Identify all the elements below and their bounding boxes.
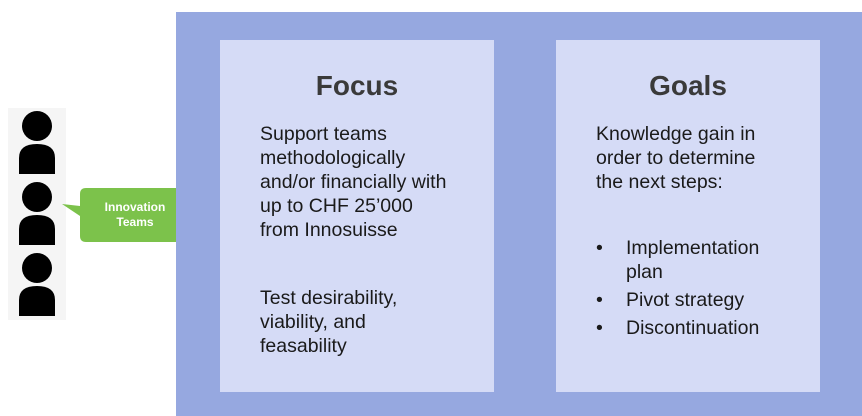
focus-box: Focus Support teams methodologically and… — [220, 40, 494, 392]
bullet-text: Pivot strategy — [626, 289, 745, 311]
goals-box: Goals Knowledge gain in order to determi… — [556, 40, 820, 392]
person-silhouette-icon — [17, 110, 57, 176]
innovation-team-members — [8, 108, 66, 320]
list-item: • Pivot strategy — [596, 288, 812, 312]
person-silhouette-icon — [17, 252, 57, 318]
innovation-teams-label: Innovation Teams — [104, 200, 166, 229]
diagram-panel: Focus Support teams methodologically and… — [176, 12, 862, 416]
person-silhouette-icon — [17, 181, 57, 247]
list-item: • Implementation plan — [596, 236, 812, 284]
focus-title: Focus — [315, 70, 399, 101]
innovation-teams-callout: Innovation Teams — [60, 186, 190, 246]
focus-support-text: Support teams methodologically and/or fi… — [260, 123, 447, 241]
list-item: • Discontinuation — [596, 316, 812, 340]
bullet-dot-icon: • — [596, 317, 603, 339]
bullet-text: Discontinuation — [626, 317, 760, 339]
goals-bullet-list: • Implementation plan • Pivot strategy •… — [596, 236, 812, 344]
bullet-dot-icon: • — [596, 237, 603, 259]
focus-test-text: Test desirability, viability, and feasab… — [260, 287, 398, 357]
goals-title: Goals — [649, 70, 727, 101]
bullet-text: Implementation plan — [626, 237, 760, 283]
bullet-dot-icon: • — [596, 289, 603, 311]
goals-intro-text: Knowledge gain in order to determine the… — [596, 123, 756, 193]
